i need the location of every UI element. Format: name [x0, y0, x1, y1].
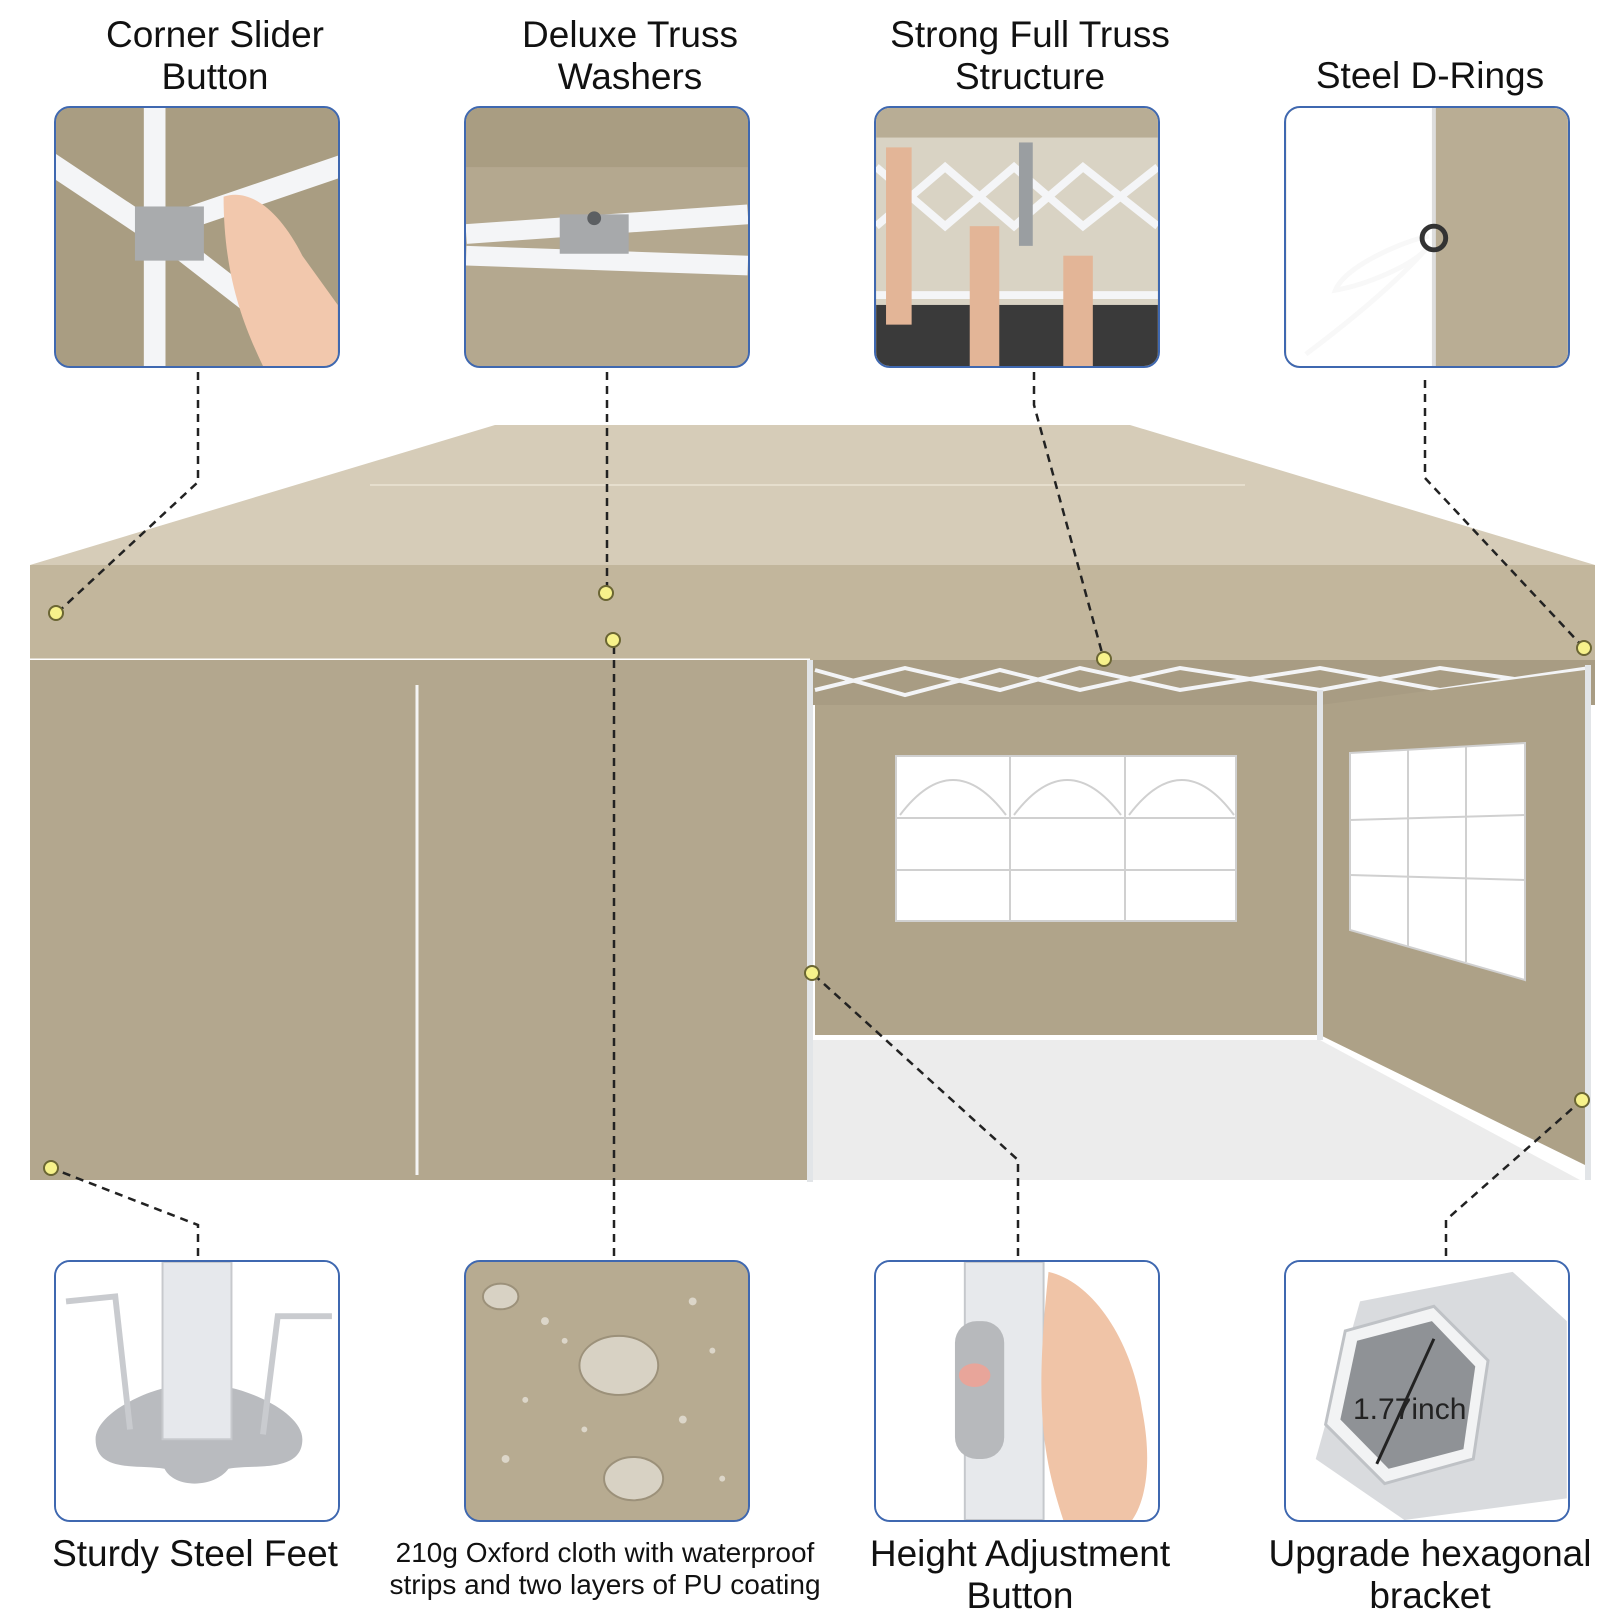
dot-d-rings	[1576, 640, 1592, 656]
label-full-truss: Strong Full Truss Structure	[890, 14, 1170, 97]
label-corner-slider: Corner Slider Button	[106, 14, 324, 97]
dot-corner-slider	[48, 605, 64, 621]
window-side	[1349, 741, 1526, 982]
label-hex-bracket: Upgrade hexagonal bracket	[1268, 1533, 1592, 1616]
label-truss-washers: Deluxe Truss Washers	[522, 14, 738, 97]
dot-truss-washers	[598, 585, 614, 601]
window-back	[895, 755, 1237, 922]
front-wall	[30, 660, 810, 1180]
label-steel-feet: Sturdy Steel Feet	[52, 1533, 338, 1574]
canopy-roof	[30, 425, 1595, 565]
dot-steel-feet	[43, 1160, 59, 1176]
label-oxford-cloth: 210g Oxford cloth with waterproof strips…	[389, 1537, 821, 1600]
inset-steel-feet	[54, 1260, 340, 1522]
inset-full-truss	[874, 106, 1160, 368]
inset-hex-bracket	[1284, 1260, 1570, 1522]
inset-oxford-cloth	[464, 1260, 750, 1522]
inset-corner-slider	[54, 106, 340, 368]
inset-truss-washers	[464, 106, 750, 368]
hex-measure-label: 1.77inch	[1353, 1393, 1467, 1426]
truss-frame	[814, 665, 1591, 698]
inset-height-button	[874, 1260, 1160, 1522]
dot-height-button	[804, 965, 820, 981]
label-d-rings: Steel D-Rings	[1315, 55, 1545, 96]
dot-full-truss	[1096, 651, 1112, 667]
inset-d-rings	[1284, 106, 1570, 368]
dot-oxford-cloth	[605, 632, 621, 648]
dot-hex-bracket	[1574, 1092, 1590, 1108]
label-height-button: Height Adjustment Button	[869, 1533, 1171, 1616]
canopy-valance	[30, 565, 1595, 660]
